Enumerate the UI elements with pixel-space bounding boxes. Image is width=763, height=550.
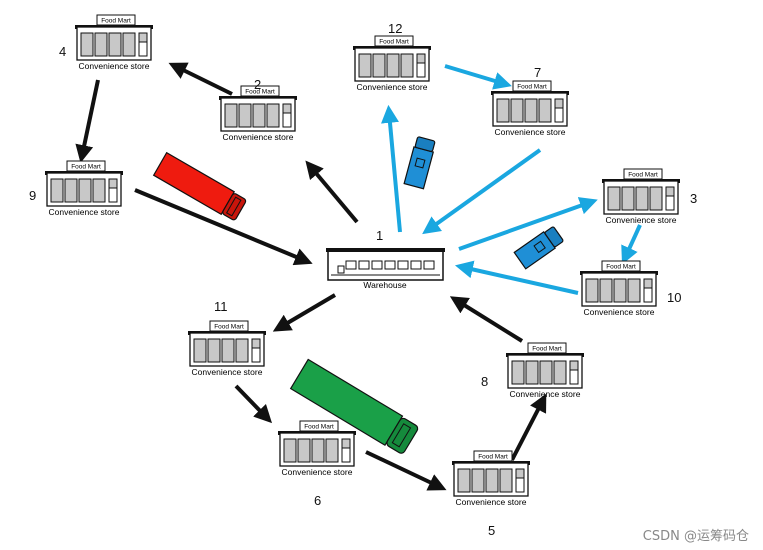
store-sign: Food Mart (379, 39, 409, 46)
store-caption: Convenience store (282, 467, 353, 477)
warehouse-id: 1 (376, 228, 383, 243)
store-caption: Convenience store (510, 389, 581, 399)
arrow-8-to-1 (449, 296, 524, 343)
arrow-1-to-11 (272, 293, 337, 332)
arrow-5-to-8 (510, 393, 547, 461)
store-caption: Convenience store (49, 207, 120, 217)
store-sign: Food Mart (71, 164, 101, 171)
arrow-4-to-9 (75, 79, 100, 164)
arrow-1-to-12 (381, 104, 402, 233)
truck-blue-1 (403, 136, 436, 190)
arrow-6-to-5 (365, 450, 447, 491)
store-sign: Food Mart (478, 454, 508, 461)
store-id-6: 6 (314, 493, 321, 508)
store-caption: Convenience store (357, 82, 428, 92)
arrow-1-to-3 (458, 197, 598, 251)
store-id-10: 10 (667, 290, 681, 305)
store-caption: Convenience store (79, 61, 150, 71)
store-caption: Convenience store (584, 307, 655, 317)
store-sign: Food Mart (517, 84, 547, 91)
csdn-watermark: CSDN @运筹码仓 (642, 529, 749, 544)
store-id-5: 5 (488, 523, 495, 538)
arrow-9-to-1 (134, 188, 313, 266)
arrow-1-to-2 (305, 160, 359, 224)
truck-green (289, 358, 419, 454)
store-sign: Food Mart (245, 89, 275, 96)
store-caption: Convenience store (606, 215, 677, 225)
truck-blue-2 (513, 226, 564, 270)
store-id-3: 3 (690, 191, 697, 206)
arrow-10-to-1 (454, 260, 579, 295)
store-sign: Food Mart (606, 264, 636, 271)
arrow-3-to-10 (621, 224, 642, 265)
arrow-12-to-7 (444, 64, 512, 90)
arrow-2-to-4 (168, 62, 233, 96)
warehouse-label: Warehouse (363, 280, 406, 290)
store-sign: Food Mart (214, 324, 244, 331)
store-id-2: 2 (254, 77, 261, 92)
store-caption: Convenience store (495, 127, 566, 137)
store-id-4: 4 (59, 44, 66, 59)
store-sign: Food Mart (628, 172, 658, 179)
store-id-8: 8 (481, 374, 488, 389)
store-id-12: 12 (388, 21, 402, 36)
store-sign: Food Mart (304, 424, 334, 431)
store-id-9: 9 (29, 188, 36, 203)
arrow-11-to-6 (234, 384, 273, 424)
store-sign: Food Mart (532, 346, 562, 353)
arrow-7-to-1 (422, 148, 542, 235)
route-arrows (75, 62, 642, 491)
store-id-7: 7 (534, 65, 541, 80)
store-caption: Convenience store (192, 367, 263, 377)
truck-red (152, 151, 247, 221)
warehouse-node: Warehouse (326, 248, 445, 290)
store-id-11: 11 (214, 299, 228, 314)
store-caption: Convenience store (223, 132, 294, 142)
store-caption: Convenience store (456, 497, 527, 507)
store-sign: Food Mart (101, 18, 131, 25)
